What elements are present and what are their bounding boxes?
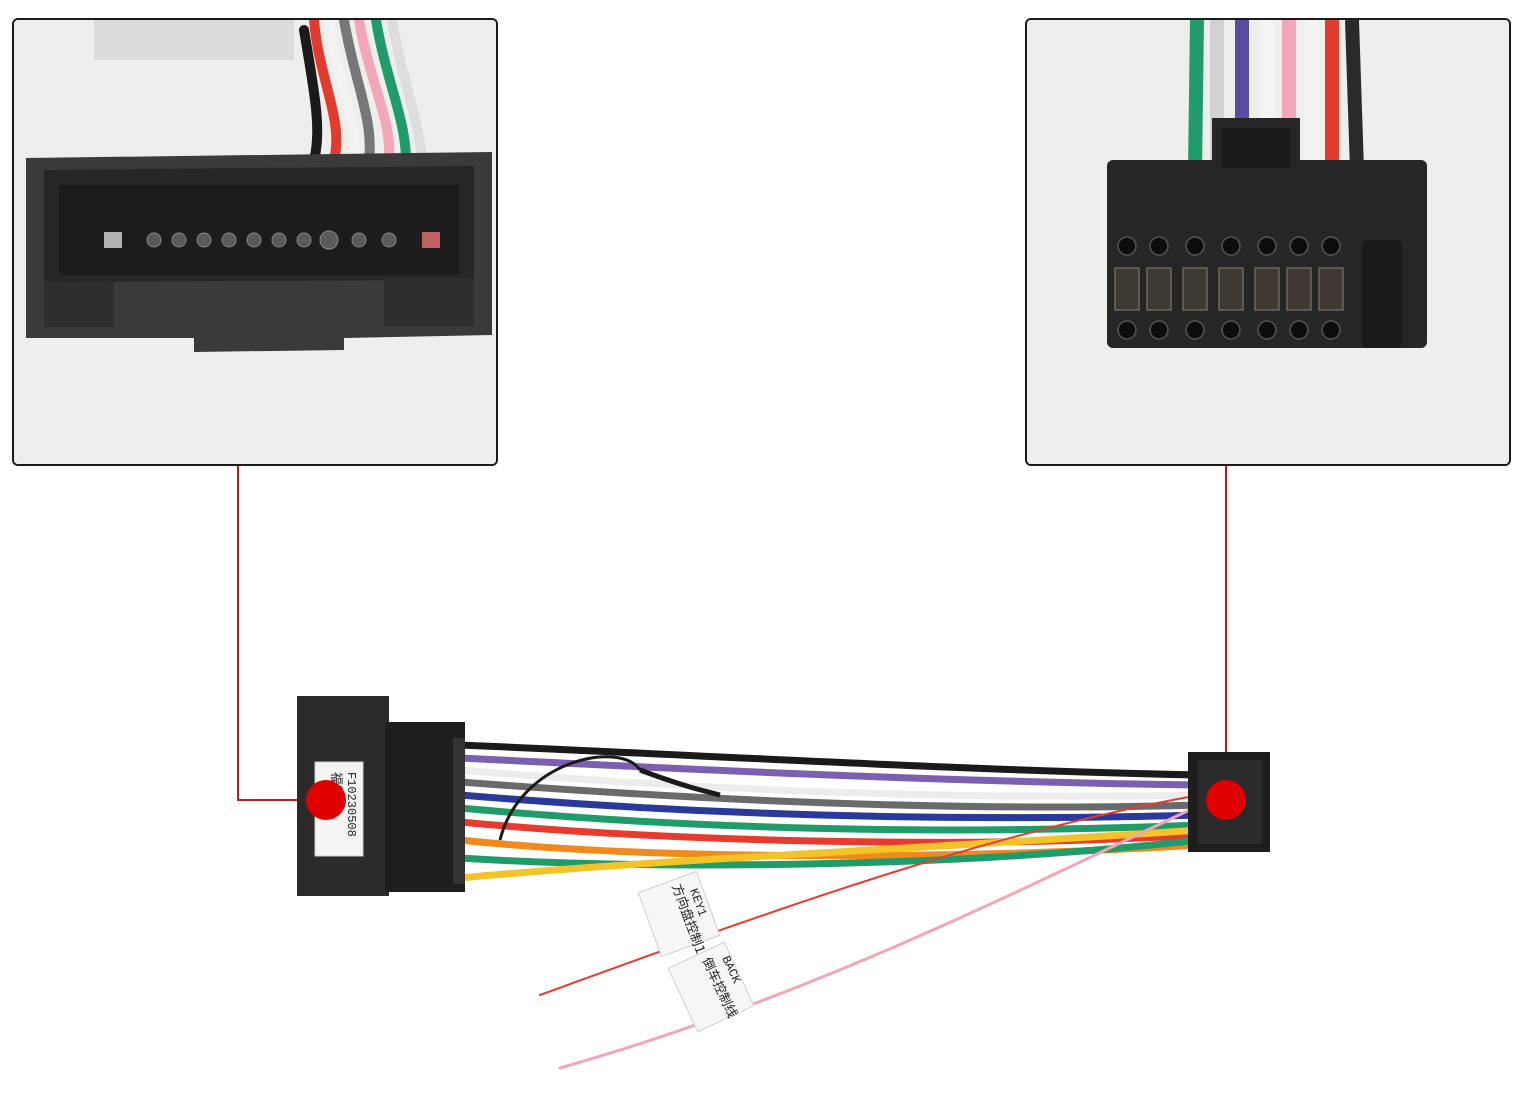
- back-tag: BACK 倒车控制线: [667, 941, 755, 1033]
- wire-bundle: [456, 741, 1204, 1070]
- left-connector-detail-panel: [12, 18, 498, 466]
- left-connector-detail-image: [14, 20, 496, 464]
- harness-label-line2: F10230508: [344, 772, 358, 837]
- key1-tag: KEY1 方向盘控制1: [637, 870, 721, 958]
- right-callout-marker: [1206, 780, 1246, 820]
- right-connector-detail-panel: [1025, 18, 1511, 466]
- right-connector-detail-image: [1027, 20, 1509, 464]
- left-callout-line: [237, 466, 320, 801]
- left-callout-marker: [306, 780, 346, 820]
